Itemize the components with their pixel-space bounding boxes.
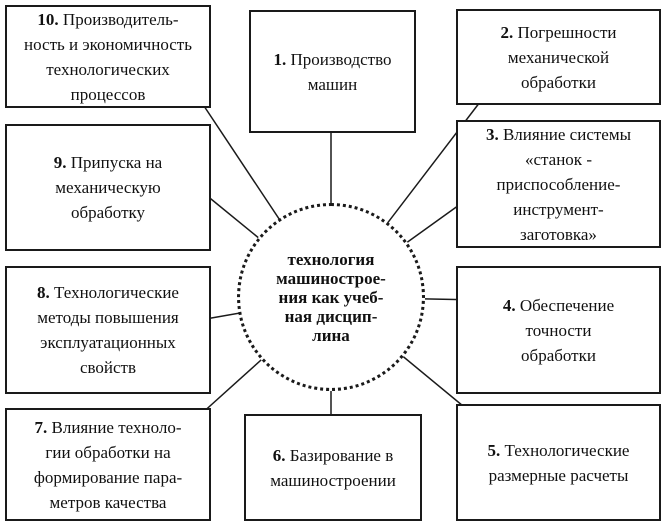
topic-label-5: 5. Технологические размерные расчеты (487, 440, 630, 485)
topic-box-4: 4. Обеспечение точности обработки (456, 266, 661, 394)
topic-box-5: 5. Технологические размерные расчеты (456, 404, 661, 521)
central-topic-circle: технология машинострое- ния как учеб- на… (237, 203, 425, 391)
topic-label-8: 8. Технологические методы повышения эксп… (37, 283, 179, 377)
topic-box-1: 1. Производство машин (249, 10, 416, 133)
topic-box-9: 9. Припуска на механическую обработку (5, 124, 211, 251)
topic-box-6: 6. Базирование в машиностроении (244, 414, 422, 521)
topic-label-2: 2. Погрешности механической обработки (500, 22, 617, 92)
topic-box-2: 2. Погрешности механической обработки (456, 9, 661, 105)
topic-box-3: 3. Влияние системы «станок - приспособле… (456, 120, 661, 248)
topic-label-9: 9. Припуска на механическую обработку (53, 153, 163, 222)
topic-box-8: 8. Технологические методы повышения эксп… (5, 266, 211, 394)
topic-box-10: 10. Производитель- ность и экономичность… (5, 5, 211, 108)
topic-label-1: 1. Производство машин (273, 49, 392, 94)
topic-box-7: 7. Влияние техноло- гии обработки на фор… (5, 408, 211, 521)
topic-label-3: 3. Влияние системы «станок - приспособле… (485, 124, 632, 244)
topic-label-4: 4. Обеспечение точности обработки (502, 295, 615, 365)
topic-label-6: 6. Базирование в машиностроении (270, 445, 396, 490)
topic-label-10: 10. Производитель- ность и экономичность… (24, 9, 192, 104)
central-topic-label: технология машинострое- ния как учеб- на… (276, 249, 386, 345)
topic-label-7: 7. Влияние техноло- гии обработки на фор… (33, 417, 183, 512)
